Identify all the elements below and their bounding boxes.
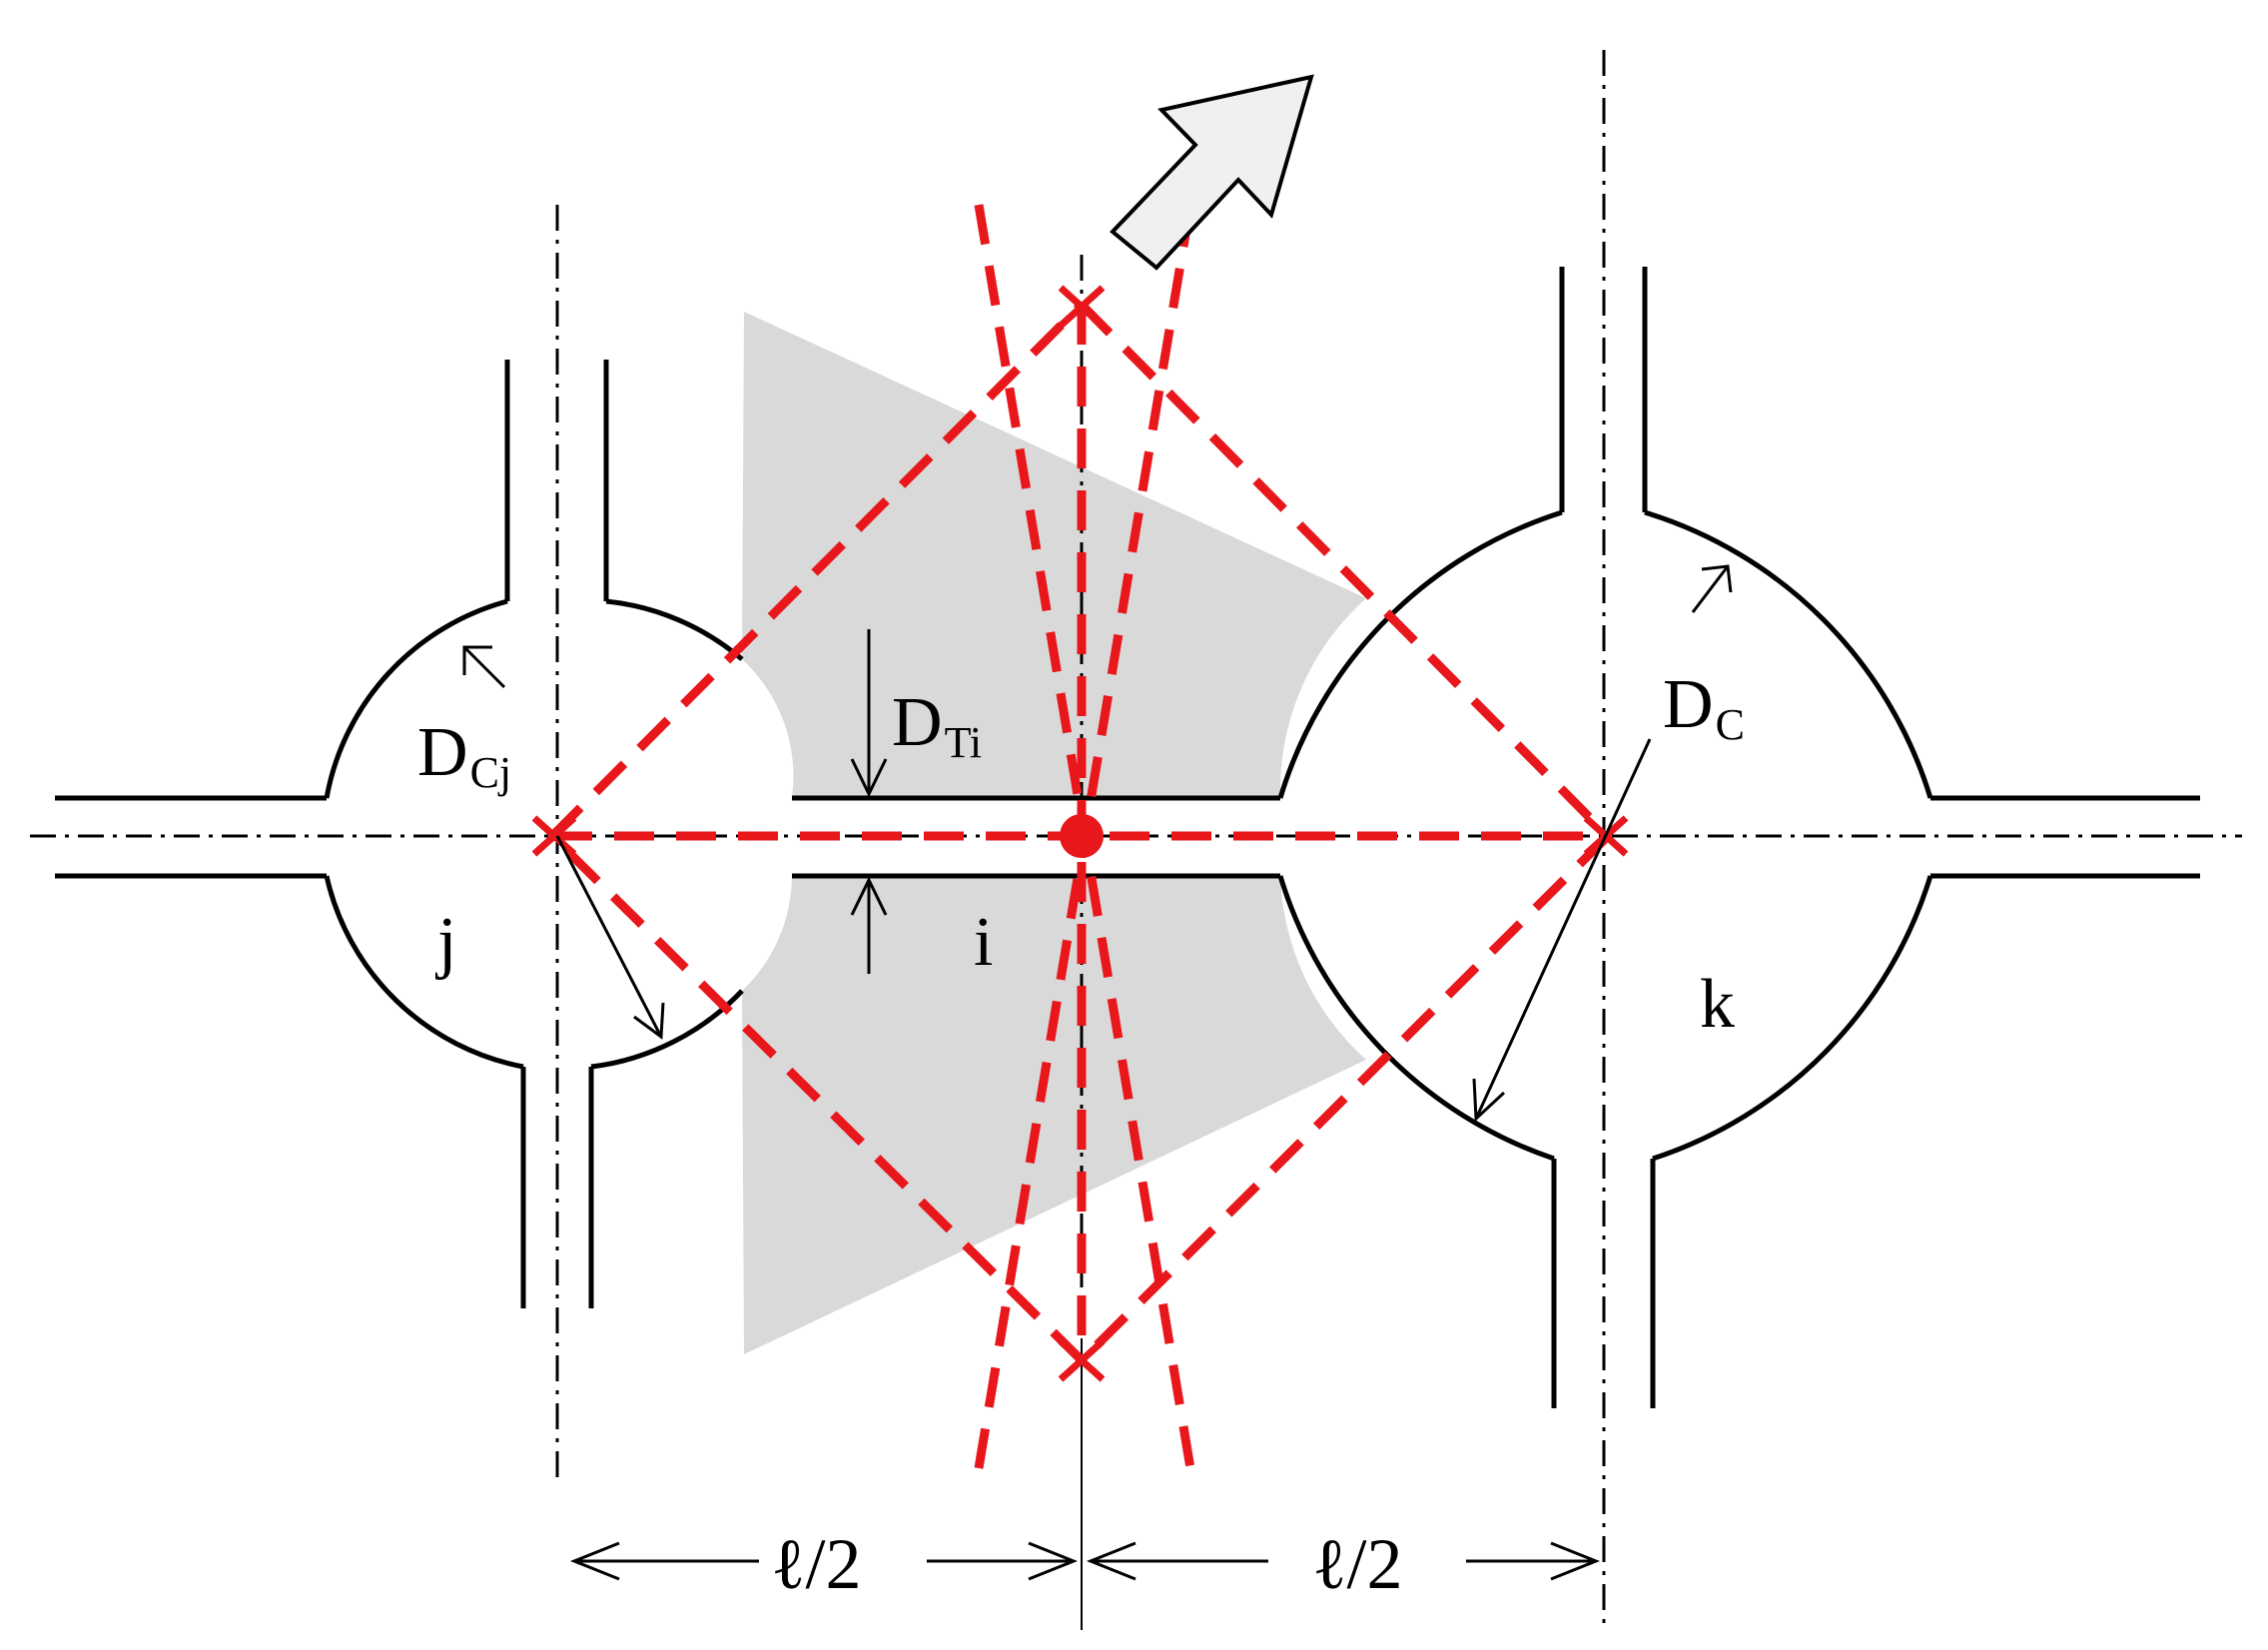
red-diamond-upper-right [1078,301,1612,840]
d-c-pointer [1691,565,1730,613]
measure-arrows [462,564,1733,1123]
shaded-region-lower [742,876,1366,1354]
red-diamond-lower-left [548,832,1086,1364]
label-d-ti: DTi [892,684,982,767]
label-node-k: k [1700,966,1735,1043]
label-d-cj: DCj [417,714,511,797]
throat-i-walls [792,795,1280,879]
label-half-length-right: ℓ/2 [1312,1524,1403,1604]
d-cj-pointer [462,645,506,689]
throat-center-dot [1060,814,1104,858]
label-half-length-left: ℓ/2 [771,1524,862,1604]
label-node-i: i [974,904,993,981]
shaded-region-upper [742,312,1366,798]
label-d-c: DC [1663,666,1745,749]
red-diamond-upper-left [548,301,1086,840]
pore-k [1277,267,2200,1408]
dimension-arrows [569,1541,1601,1581]
pore-j [55,360,744,1308]
label-node-j: j [434,904,456,981]
flow-direction-arrow [1110,74,1314,271]
d-c-radius-arrow [1474,738,1652,1120]
d-cj-radius-arrow [555,835,663,1038]
